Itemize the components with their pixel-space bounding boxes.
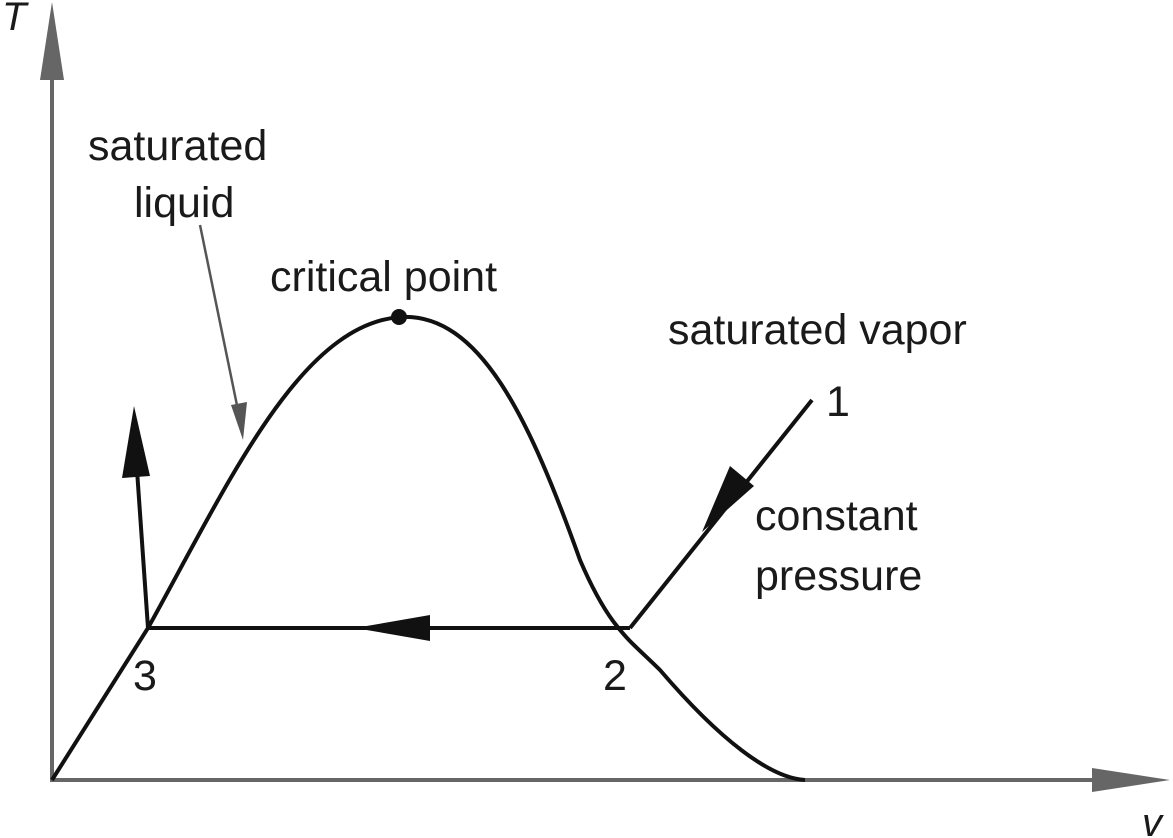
state-1-label: 1 — [826, 378, 850, 426]
critical-point-label: critical point — [270, 253, 497, 301]
arrow-from-3-upward — [122, 406, 150, 478]
line-from-3-upward — [135, 469, 150, 629]
constant-pressure-label-line2: pressure — [755, 552, 922, 600]
constant-pressure-label-line1: constant — [755, 492, 918, 540]
saturated-vapor-label: saturated vapor — [668, 306, 967, 354]
saturated-liquid-pointer-head — [231, 402, 247, 440]
saturated-liquid-label-line1: saturated — [88, 122, 267, 170]
x-axis — [50, 768, 1170, 792]
state-2-label: 2 — [603, 652, 627, 700]
saturation-dome-curve — [50, 314, 806, 782]
saturated-liquid-pointer-line — [198, 224, 242, 421]
y-axis-arrowhead — [40, 2, 64, 80]
critical-point-marker — [391, 309, 407, 325]
x-axis-label: v — [1142, 801, 1164, 838]
saturated-liquid-label-line2: liquid — [134, 179, 234, 227]
y-axis — [40, 2, 64, 780]
arrow-1-to-2 — [702, 466, 754, 532]
state-3-label: 3 — [133, 652, 157, 700]
x-axis-arrowhead — [1092, 768, 1170, 792]
y-axis-label: T — [2, 0, 29, 39]
arrow-2-to-3 — [355, 615, 430, 641]
